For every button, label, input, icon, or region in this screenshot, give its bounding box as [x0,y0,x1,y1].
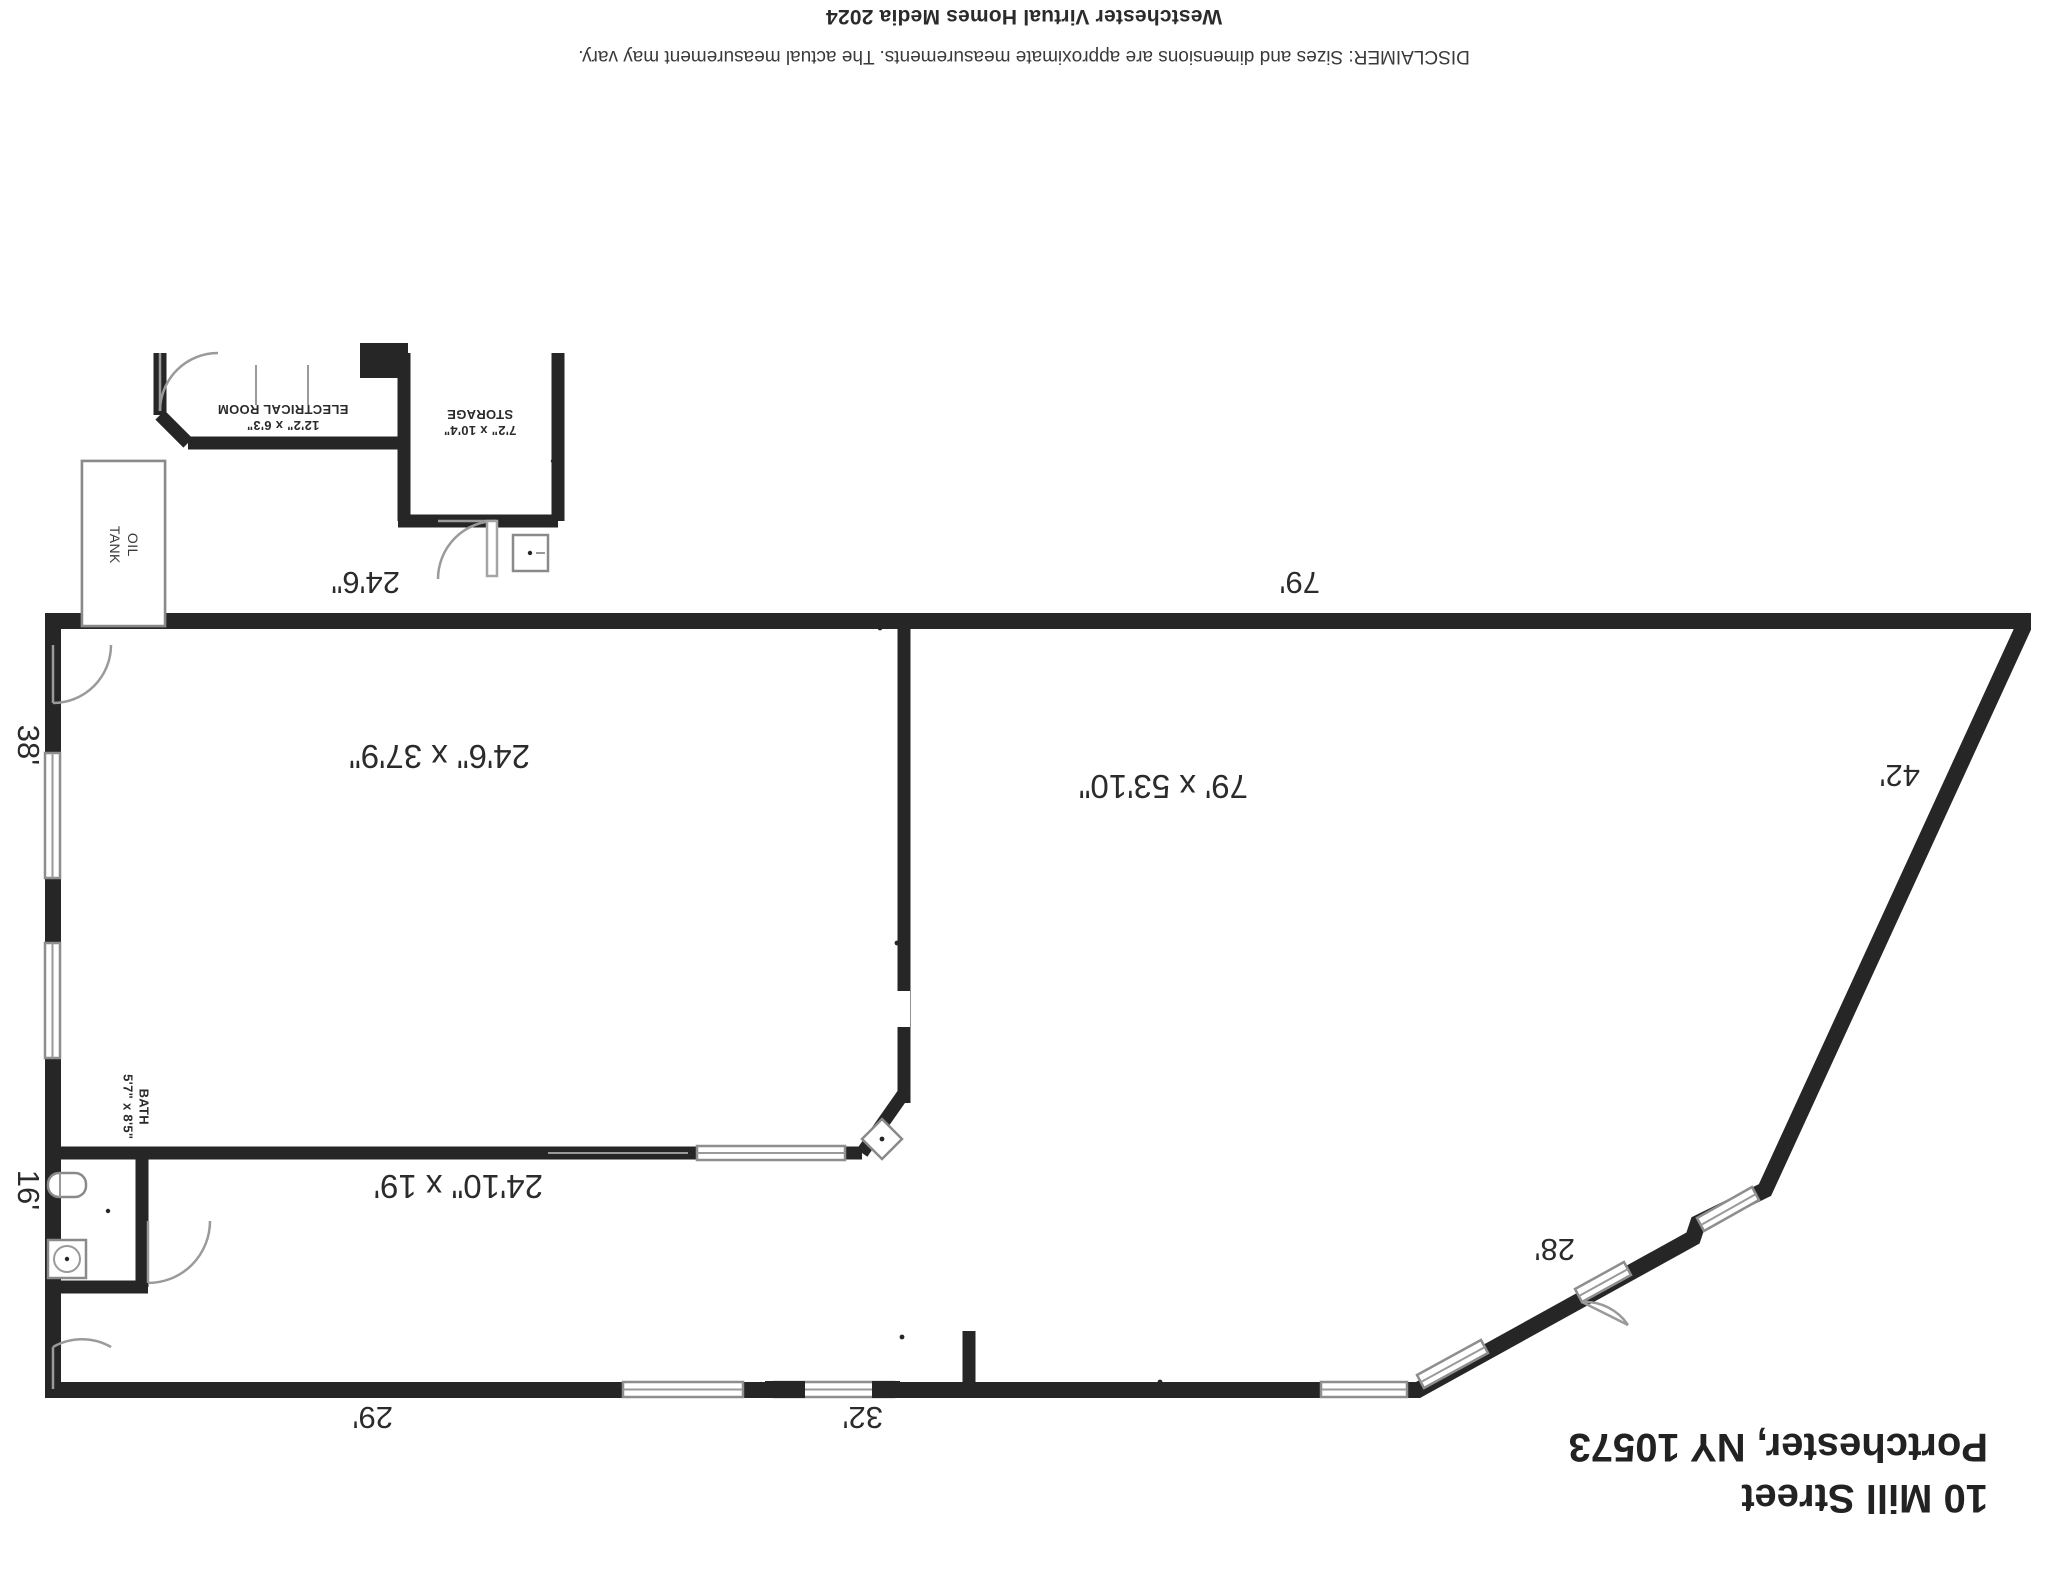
fixture-label-oil-tank-group: OIL TANK [106,509,142,581]
dimension-right-upper-run: 16' [11,1169,46,1211]
dimension-bottom-long-run: 79' [1279,565,1320,600]
dimension-right-lower-run: 38' [11,724,46,766]
fixture-label-oil: OIL [125,532,142,557]
room-label-electrical: ELECTRICAL ROOM [217,401,349,417]
room-dimension-lower-right-room: 24'6" x 37'9" [349,738,530,775]
dimension-top-right-run: 29' [352,1400,393,1435]
room-label-bath: BATH [136,1088,152,1125]
room-dimension-electrical: 12'2" x 6'3" [246,418,320,433]
room-dimension-main-open-area: 79' x 53'10" [1078,768,1248,805]
dimension-top-left-run: 32' [842,1400,883,1435]
dimension-long-diagonal: 42' [1879,758,1920,793]
room-dimension-upper-right-room: 24'10" x 19' [373,1168,543,1205]
room-label-storage-group: 7'2" x 10'4" STORAGE [404,406,556,438]
room-dimension-storage: 7'2" x 10'4" [443,423,517,438]
room-label-bath-group: BATH 5'7" x 8'5" [119,1047,152,1167]
dimension-upper-diagonal: 28' [1534,1232,1575,1267]
room-dimension-bath: 5'7" x 8'5" [120,1074,135,1140]
room-label-electrical-group: 12'2" x 6'3" ELECTRICAL ROOM [168,401,398,433]
dimension-bottom-right-run: 24'6" [331,565,400,600]
room-label-storage: STORAGE [446,406,514,422]
fixture-label-tank: TANK [107,525,123,564]
